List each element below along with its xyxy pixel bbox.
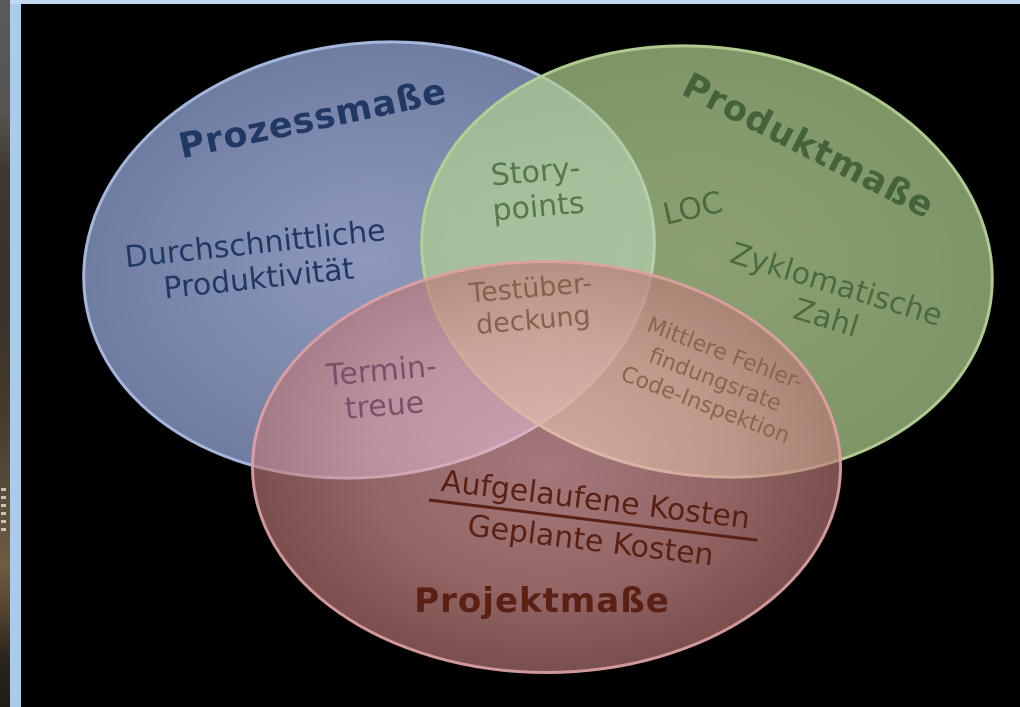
intersection-center-testueberdeckung: Testüber- deckung (468, 268, 596, 342)
intersection-process-product-storypoints: Story- points (488, 151, 586, 230)
window-frame-top (10, 0, 1020, 4)
intersection-process-project-termintreue: Termin- treue (325, 349, 442, 429)
slide-canvas: Prozessmaße Durchschnittliche Produktivi… (21, 4, 1020, 707)
desktop-background-strip (0, 0, 10, 707)
project-set-title: Projektmaße (414, 580, 670, 621)
background-chain-detail (1, 488, 6, 534)
venn-ellipse-projektmasse (251, 260, 842, 674)
window-frame-left (10, 0, 21, 707)
